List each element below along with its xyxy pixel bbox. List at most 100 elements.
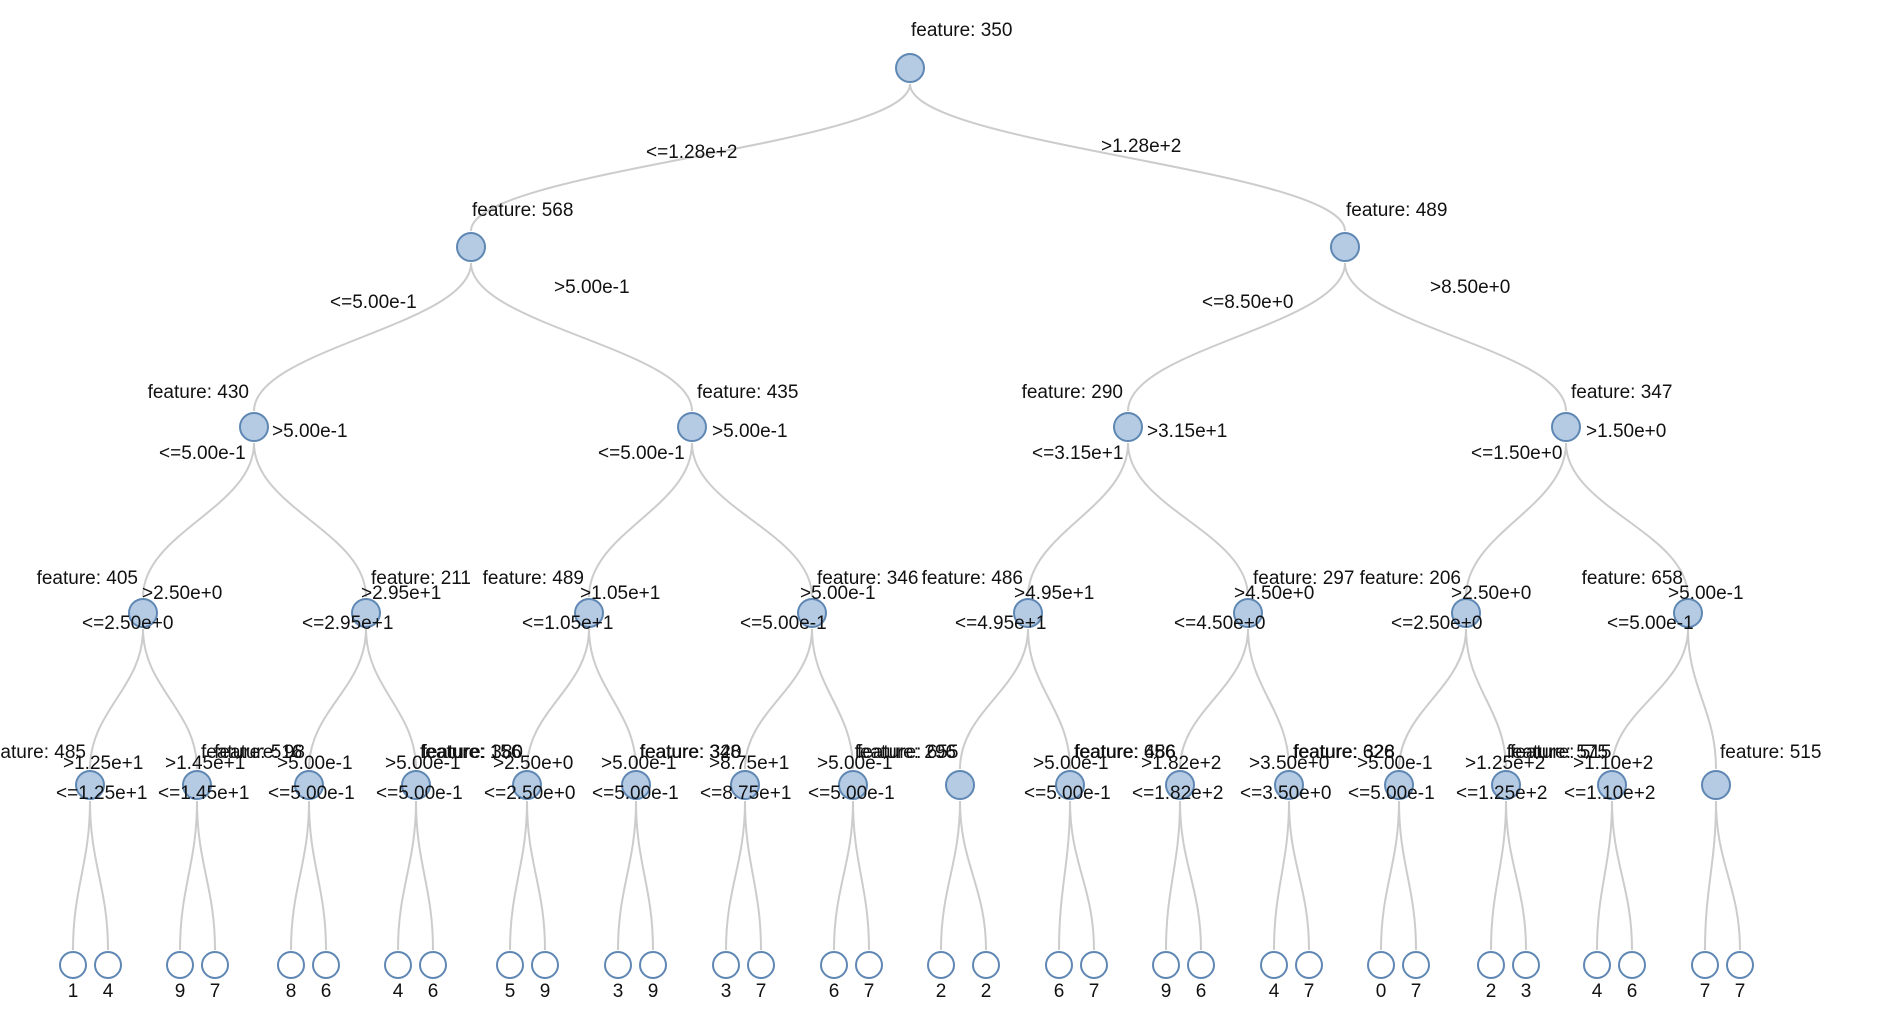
tree-leaf-node[interactable]	[1295, 951, 1323, 979]
tree-node-feature-380[interactable]	[512, 770, 542, 800]
tree-leaf-node[interactable]	[1260, 951, 1288, 979]
tree-node-feature-405[interactable]	[128, 598, 158, 628]
tree-node-feature-346[interactable]	[797, 598, 827, 628]
tree-node-feature-290[interactable]	[1113, 412, 1143, 442]
leaf-class-label: 7	[1734, 981, 1746, 1002]
tree-leaf-edge	[415, 800, 434, 951]
tree-edge	[1465, 442, 1567, 598]
tree-edge	[909, 83, 1346, 232]
tree-node-feature-206[interactable]	[1451, 598, 1481, 628]
tree-leaf-node[interactable]	[1187, 951, 1215, 979]
tree-node-feature-350[interactable]	[895, 53, 925, 83]
edge-threshold-label: <=5.00e-1	[330, 292, 417, 313]
edge-threshold-label: <=5.00e-1	[159, 443, 246, 464]
tree-leaf-node[interactable]	[604, 951, 632, 979]
tree-node-feature-211[interactable]	[351, 598, 381, 628]
edge-threshold-label: >1.45e+1	[165, 753, 246, 774]
tree-leaf-node[interactable]	[531, 951, 559, 979]
edge-threshold-label: <=1.25e+1	[56, 783, 148, 804]
tree-leaf-node[interactable]	[59, 951, 87, 979]
tree-leaf-node[interactable]	[94, 951, 122, 979]
tree-leaf-node[interactable]	[1045, 951, 1073, 979]
tree-node-feature-296[interactable]	[945, 770, 975, 800]
tree-leaf-node[interactable]	[1512, 951, 1540, 979]
leaf-class-label: 7	[1303, 981, 1315, 1002]
tree-leaf-node[interactable]	[166, 951, 194, 979]
tree-leaf-node[interactable]	[384, 951, 412, 979]
tree-node-feature-485[interactable]	[75, 770, 105, 800]
edge-threshold-label: <=1.82e+2	[1132, 783, 1224, 804]
tree-leaf-node[interactable]	[927, 951, 955, 979]
tree-node-feature-656[interactable]	[1055, 770, 1085, 800]
edge-threshold-label: <=2.50e+0	[1391, 613, 1483, 634]
tree-leaf-node[interactable]	[1583, 951, 1611, 979]
tree-node-feature-486[interactable]	[1165, 770, 1195, 800]
tree-leaf-node[interactable]	[972, 951, 1000, 979]
node-feature-label: feature: 626	[1293, 742, 1395, 763]
tree-edge	[1465, 628, 1507, 770]
tree-leaf-node[interactable]	[312, 951, 340, 979]
leaf-class-label: 6	[1195, 981, 1207, 1002]
leaf-class-label: 1	[67, 981, 79, 1002]
tree-node-feature-486[interactable]	[1013, 598, 1043, 628]
tree-leaf-node[interactable]	[1152, 951, 1180, 979]
tree-node-feature-516[interactable]	[182, 770, 212, 800]
tree-node-feature-626[interactable]	[1274, 770, 1304, 800]
leaf-class-label: 6	[1053, 981, 1065, 1002]
tree-node-feature-435[interactable]	[677, 412, 707, 442]
tree-leaf-node[interactable]	[855, 951, 883, 979]
tree-node-feature-328[interactable]	[1384, 770, 1414, 800]
tree-node-feature-347[interactable]	[1551, 412, 1581, 442]
tree-node-feature-489[interactable]	[574, 598, 604, 628]
edge-threshold-label: >5.00e-1	[277, 753, 353, 774]
tree-leaf-node[interactable]	[201, 951, 229, 979]
leaf-class-label: 6	[1626, 981, 1638, 1002]
tree-edge	[1344, 262, 1567, 412]
tree-leaf-node[interactable]	[1367, 951, 1395, 979]
tree-leaf-node[interactable]	[1691, 951, 1719, 979]
tree-node-feature-515[interactable]	[1701, 770, 1731, 800]
node-feature-label: feature: 515	[1510, 742, 1612, 763]
tree-leaf-node[interactable]	[1402, 951, 1430, 979]
tree-node-feature-98[interactable]	[294, 770, 324, 800]
edge-threshold-label: >1.25e+1	[63, 753, 144, 774]
tree-leaf-node[interactable]	[496, 951, 524, 979]
tree-node-feature-348[interactable]	[730, 770, 760, 800]
tree-node-feature-430[interactable]	[239, 412, 269, 442]
tree-node-feature-568[interactable]	[456, 232, 486, 262]
tree-leaf-node[interactable]	[820, 951, 848, 979]
tree-node-feature-320[interactable]	[621, 770, 651, 800]
tree-leaf-node[interactable]	[1080, 951, 1108, 979]
tree-node-feature-658[interactable]	[1673, 598, 1703, 628]
tree-leaf-node[interactable]	[1618, 951, 1646, 979]
tree-leaf-edge	[1596, 800, 1613, 951]
tree-leaf-node[interactable]	[747, 951, 775, 979]
node-feature-label: feature: 658	[1581, 568, 1683, 589]
edge-threshold-label: >5.00e-1	[601, 753, 677, 774]
tree-leaf-node[interactable]	[712, 951, 740, 979]
leaf-class-label: 4	[392, 981, 404, 1002]
tree-node-feature-655[interactable]	[838, 770, 868, 800]
tree-leaf-edge	[852, 800, 870, 951]
tree-node-feature-575[interactable]	[1597, 770, 1627, 800]
tree-leaf-node[interactable]	[419, 951, 447, 979]
node-feature-label: feature: 430	[147, 382, 249, 403]
tree-leaf-node[interactable]	[639, 951, 667, 979]
tree-node-feature-297[interactable]	[1233, 598, 1263, 628]
tree-node-feature-156[interactable]	[401, 770, 431, 800]
edge-threshold-label: >5.00e-1	[817, 753, 893, 774]
edge-threshold-label: <=4.95e+1	[955, 613, 1047, 634]
leaf-class-label: 6	[320, 981, 332, 1002]
tree-node-feature-515[interactable]	[1491, 770, 1521, 800]
edge-threshold-label: >3.50e+0	[1249, 753, 1330, 774]
tree-leaf-node[interactable]	[277, 951, 305, 979]
tree-leaf-node[interactable]	[1477, 951, 1505, 979]
node-feature-label: feature: 405	[36, 568, 138, 589]
edge-threshold-label: >5.00e-1	[1668, 583, 1744, 604]
tree-edge	[89, 628, 144, 770]
edge-threshold-label: <=2.50e+0	[82, 613, 174, 634]
tree-node-feature-489[interactable]	[1330, 232, 1360, 262]
edge-threshold-label: <=5.00e-1	[592, 783, 679, 804]
tree-leaf-node[interactable]	[1726, 951, 1754, 979]
